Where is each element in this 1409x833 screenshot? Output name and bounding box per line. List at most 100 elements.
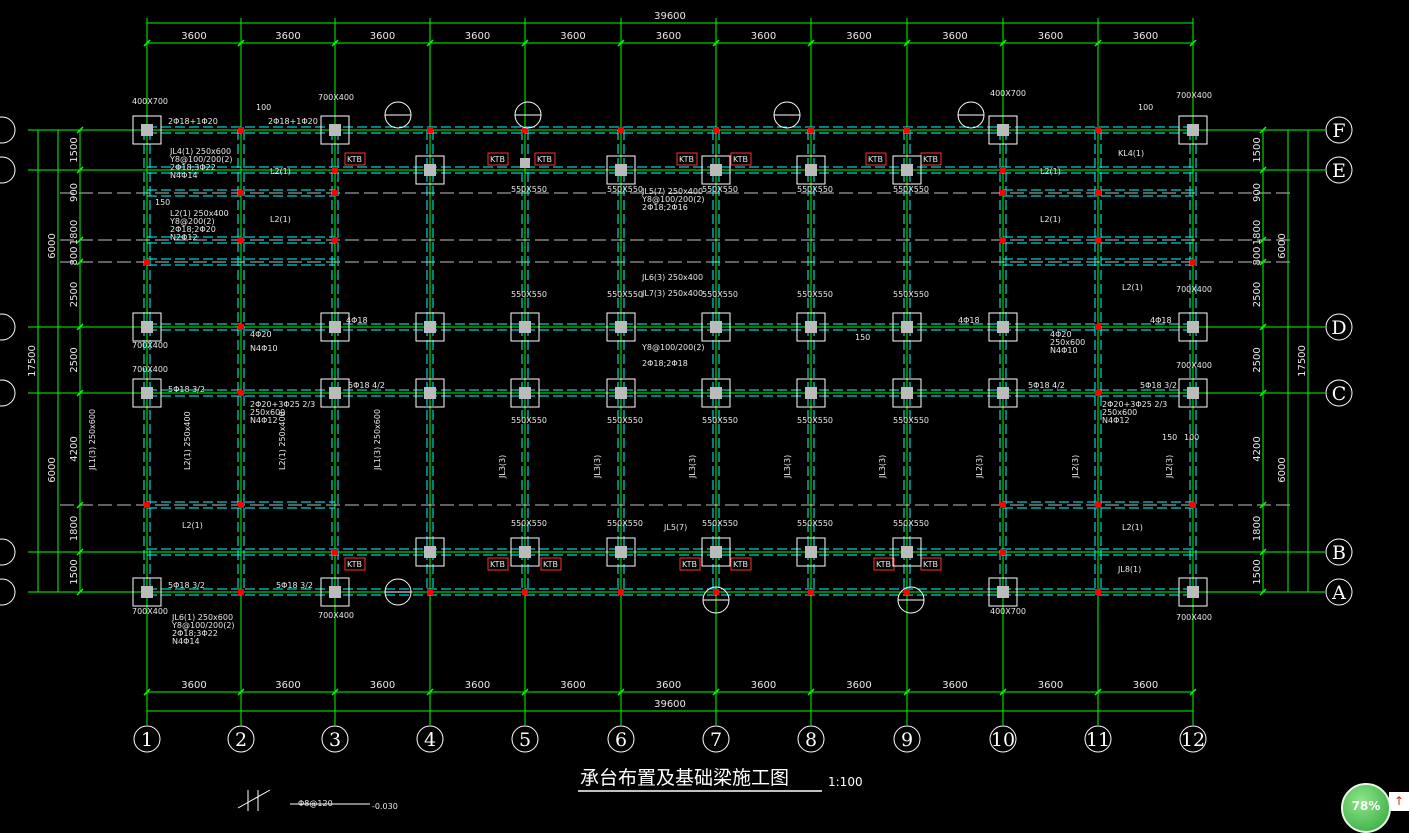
pile-cap-inner-core — [710, 321, 722, 333]
rebar-marker — [238, 237, 244, 243]
beam-annotation: Y8@100/200(2) — [641, 343, 705, 352]
rebar-marker — [618, 127, 624, 133]
beam-annotation: 250x600 — [1102, 408, 1137, 417]
pile-cap-inner-core — [901, 321, 913, 333]
pile-cap-inner — [701, 312, 731, 342]
zoom-level-indicator[interactable]: 78% — [1341, 783, 1391, 833]
rebar-marker — [1000, 502, 1006, 508]
pile-cap-inner-core — [805, 164, 817, 176]
beam-label-vertical: JL3(3) — [878, 455, 887, 479]
pile-core-e5 — [520, 158, 530, 168]
row-group-label: 6000 — [47, 233, 58, 258]
dim-tick — [617, 39, 625, 47]
rebar-marker — [1095, 589, 1101, 595]
beam-annotation: 5Φ18 3/2 — [276, 581, 313, 590]
pile-cap-size-label: 700X400 — [132, 607, 168, 616]
pile-cap-outer-core — [141, 586, 153, 598]
beam-label-vertical: JL2(3) — [1071, 455, 1080, 479]
rebar-marker — [1095, 502, 1101, 508]
beam-label-vertical-group: L2(1) 250x400 — [278, 411, 287, 470]
bottom-bay-label: 3600 — [942, 680, 967, 691]
dim-tick — [1259, 258, 1267, 266]
dim-tick — [1259, 389, 1267, 397]
top-bay-label: 3600 — [181, 31, 206, 42]
rebar-marker — [144, 502, 150, 508]
offset-dim-label: 100 — [1184, 433, 1199, 442]
rebar-marker — [1095, 237, 1101, 243]
pile-cap-inner — [415, 155, 445, 185]
pile-cap-inner-core — [519, 321, 531, 333]
pile-cap-inner — [796, 312, 826, 342]
rebar-marker — [713, 589, 719, 595]
ktb-box — [540, 557, 562, 571]
pile-cap-outer — [1178, 378, 1208, 408]
inner-cap-size-label: 550X550 — [511, 185, 547, 194]
pile-cap-outer — [988, 312, 1018, 342]
top-bay-label: 3600 — [560, 31, 585, 42]
beam-label-vertical: JL2(3) — [1165, 455, 1174, 479]
rebar-marker — [238, 390, 244, 396]
row-spacing-label-left: 1500 — [69, 137, 80, 162]
ktb-label: KTB — [923, 560, 938, 569]
row-spacing-label-left: 1500 — [69, 559, 80, 584]
inner-cap-size-label: 550X550 — [702, 416, 738, 425]
dim-tick — [76, 258, 84, 266]
beam-annotation: L2(1) — [1122, 523, 1143, 532]
dim-tick — [76, 236, 84, 244]
rebar-marker — [713, 127, 719, 133]
beam-annotation: 2Φ18+1Φ20 — [168, 117, 218, 126]
dim-tick — [521, 39, 529, 47]
beam-annotation: 5Φ18 3/2 — [1140, 381, 1177, 390]
pile-cap-outer-core — [997, 586, 1009, 598]
row-spacing-label-right: 4200 — [1252, 436, 1263, 461]
rebar-marker — [1190, 259, 1196, 265]
inner-cap-size-label: 550X550 — [797, 185, 833, 194]
dim-tick — [331, 39, 339, 47]
pile-cap-inner-core — [901, 164, 913, 176]
ktb-box — [730, 557, 752, 571]
pile-cap-inner-core — [519, 387, 531, 399]
drawing-title: 承台布置及基础梁施工图 — [580, 767, 789, 789]
beam-annotation: 4Φ20 — [250, 330, 272, 339]
pile-cap-size-label: 700X400 — [1176, 361, 1212, 370]
beam-annotation: Y8@100/200(2) — [641, 195, 705, 204]
row-axis-bubble-left-E — [0, 156, 16, 184]
pile-cap-size-label: 700X400 — [1176, 285, 1212, 294]
row-total-label: 17500 — [1297, 345, 1308, 377]
dim-tick — [1259, 166, 1267, 174]
scroll-to-top-icon[interactable]: ↑ — [1389, 792, 1409, 811]
pile-cap-outer-core — [1187, 124, 1199, 136]
column-axis-label-12: 12 — [1181, 729, 1205, 751]
row-spacing-label-left: 1800 — [69, 220, 80, 245]
pile-cap-inner — [701, 537, 731, 567]
inner-cap-size-label: 550X550 — [607, 290, 643, 299]
dim-tick — [76, 389, 84, 397]
inner-cap-size-label: 550X550 — [702, 290, 738, 299]
top-bay-label: 3600 — [942, 31, 967, 42]
beam-label-vertical: JL3(3) — [593, 455, 602, 479]
column-axis-label-1: 1 — [141, 729, 153, 751]
pile-cap-inner — [510, 378, 540, 408]
pile-cap-inner — [796, 537, 826, 567]
pile-cap-inner-core — [424, 321, 436, 333]
beam-annotation: JL5(7) — [663, 523, 687, 532]
ktb-box — [730, 152, 752, 166]
pile-cap-outer-core — [1187, 586, 1199, 598]
pile-cap-inner — [606, 155, 636, 185]
beam-annotation: Y8@100/200(2) — [169, 155, 233, 164]
dim-tick — [76, 166, 84, 174]
row-axis-label-E: E — [1332, 160, 1346, 182]
rebar-marker — [904, 127, 910, 133]
beam-annotation: 2Φ18;2Φ18 — [642, 359, 688, 368]
bottom-bay-label: 3600 — [370, 680, 395, 691]
beam-label-vertical: JL3(3) — [498, 455, 507, 479]
ktb-box — [344, 152, 366, 166]
dim-tick — [1259, 548, 1267, 556]
dim-tick — [807, 39, 815, 47]
ktb-box — [487, 152, 509, 166]
ktb-label: KTB — [923, 155, 938, 164]
inner-cap-size-label: 550X550 — [607, 185, 643, 194]
